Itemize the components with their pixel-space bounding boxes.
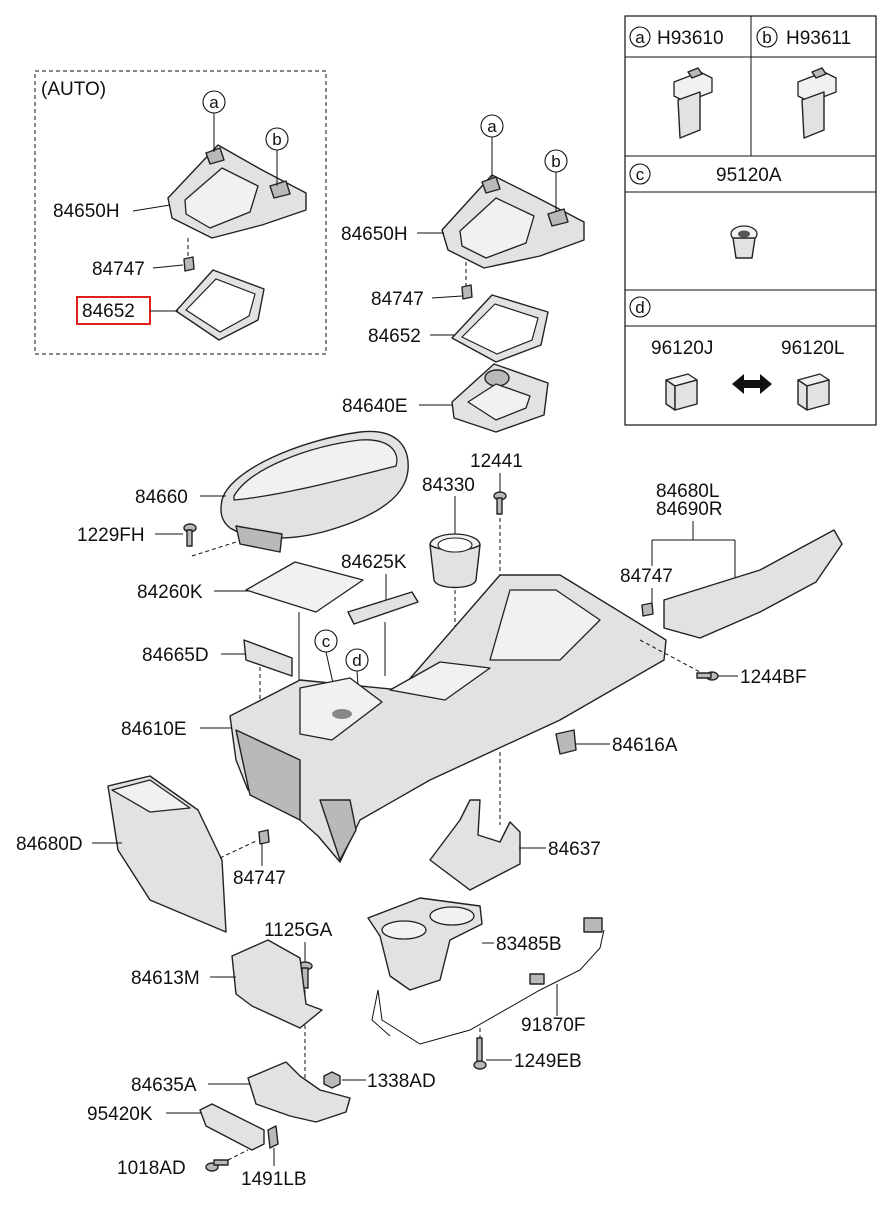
- label-84652: 84652: [368, 326, 421, 347]
- bracket-84616A: [555, 729, 577, 755]
- label-84747-c: 84747: [233, 868, 286, 889]
- legend-table: [624, 15, 877, 426]
- auto-shift-bezel: [167, 144, 307, 239]
- bezel-clip: [461, 284, 473, 300]
- screw-1249EB: [473, 1037, 487, 1070]
- armrest: [220, 430, 409, 553]
- label-84650H: 84650H: [341, 224, 408, 245]
- usb-jack-left-drawing: [665, 373, 698, 411]
- legend-callout-d: d: [629, 296, 651, 318]
- label-91870F: 91870F: [521, 1015, 585, 1036]
- label-1491LB: 1491LB: [241, 1169, 307, 1190]
- cup-holder-83485B: [367, 897, 483, 991]
- clip-1491LB: [267, 1125, 279, 1149]
- label-84747-auto: 84747: [92, 259, 145, 280]
- bracket-95420K: [199, 1103, 265, 1151]
- svg-text:c: c: [636, 165, 645, 184]
- label-1244BF: 1244BF: [740, 667, 807, 688]
- rear-cover: [107, 775, 227, 933]
- svg-text:b: b: [551, 152, 560, 171]
- legend-d-part-right: 96120L: [781, 338, 844, 359]
- rear-cover-clip: [258, 829, 270, 845]
- auto-clip: [183, 256, 195, 272]
- legend-a-part: H93610: [657, 28, 724, 49]
- label-84635A: 84635A: [131, 1075, 197, 1096]
- svg-text:d: d: [635, 298, 644, 317]
- inner-frame: [451, 294, 549, 363]
- legend-callout-a: a: [629, 26, 651, 48]
- bracket-84613M: [231, 939, 323, 1029]
- legend-d-part-left: 96120J: [651, 338, 713, 359]
- label-1229FH: 1229FH: [77, 525, 145, 546]
- legend-callout-c: c: [629, 163, 651, 185]
- switch-b-drawing: [797, 67, 837, 139]
- legend-c-part: 95120A: [716, 165, 782, 186]
- mat-84260K: [245, 561, 364, 613]
- floor-console: [229, 574, 667, 863]
- screw-12441: [493, 491, 507, 515]
- bracket-84665D: [243, 639, 293, 677]
- svg-text:a: a: [487, 117, 497, 136]
- label-84650H-auto: 84650H: [53, 201, 120, 222]
- callout-d-console: d: [345, 648, 369, 672]
- double-arrow-icon: [732, 374, 772, 394]
- label-83485B: 83485B: [496, 934, 562, 955]
- label-1125GA: 1125GA: [264, 920, 333, 941]
- bracket-84635A: [247, 1061, 351, 1123]
- label-84680D: 84680D: [16, 834, 83, 855]
- callout-b-main: b: [544, 149, 568, 173]
- callout-a-main: a: [480, 114, 504, 138]
- label-84610E: 84610E: [121, 719, 187, 740]
- label-84660: 84660: [135, 487, 188, 508]
- label-84652-auto: 84652: [82, 301, 135, 322]
- label-84680L: 84680L: [656, 481, 719, 502]
- usb-jack-right-drawing: [797, 373, 830, 411]
- label-84640E: 84640E: [342, 396, 408, 417]
- cup-insert: [429, 533, 481, 589]
- callout-c-console: c: [314, 629, 338, 653]
- auto-inner-frame: [175, 269, 265, 341]
- label-84616A: 84616A: [612, 735, 678, 756]
- shift-bezel: [441, 174, 585, 269]
- side-trim: [663, 529, 843, 639]
- svg-text:b: b: [272, 130, 281, 149]
- label-1018AD: 1018AD: [117, 1158, 186, 1179]
- screw-1244BF: [696, 671, 719, 681]
- nut-1338AD: [323, 1071, 341, 1089]
- svg-text:a: a: [635, 28, 645, 47]
- screw-1018AD: [205, 1159, 229, 1172]
- label-1249EB: 1249EB: [514, 1051, 582, 1072]
- svg-text:b: b: [762, 28, 771, 47]
- label-1338AD: 1338AD: [367, 1071, 436, 1092]
- label-84260K: 84260K: [137, 582, 203, 603]
- label-12441: 12441: [470, 451, 523, 472]
- screw-1229FH: [183, 523, 197, 547]
- power-outlet-drawing: [730, 225, 758, 259]
- switch-a-drawing: [673, 67, 713, 139]
- label-84747-b: 84747: [620, 566, 673, 587]
- label-84330: 84330: [422, 475, 475, 496]
- auto-group-label: (AUTO): [41, 79, 106, 100]
- label-95420K: 95420K: [87, 1104, 153, 1125]
- svg-text:d: d: [352, 651, 361, 670]
- label-84613M: 84613M: [131, 968, 200, 989]
- side-trim-clip: [641, 602, 654, 617]
- callout-a-auto: a: [202, 90, 226, 114]
- label-84747-a: 84747: [371, 289, 424, 310]
- legend-callout-b: b: [756, 26, 778, 48]
- label-84637: 84637: [548, 839, 601, 860]
- label-84625K: 84625K: [341, 552, 407, 573]
- label-84690R: 84690R: [656, 499, 723, 520]
- boot-cover: [451, 363, 549, 433]
- callout-b-auto: b: [265, 127, 289, 151]
- legend-b-part: H93611: [786, 28, 851, 49]
- svg-text:a: a: [209, 93, 219, 112]
- bracket-84637: [429, 799, 521, 891]
- trim-84625K: [347, 591, 419, 625]
- label-84665D: 84665D: [142, 645, 209, 666]
- wiring-harness: [371, 917, 605, 1045]
- svg-text:c: c: [322, 632, 331, 651]
